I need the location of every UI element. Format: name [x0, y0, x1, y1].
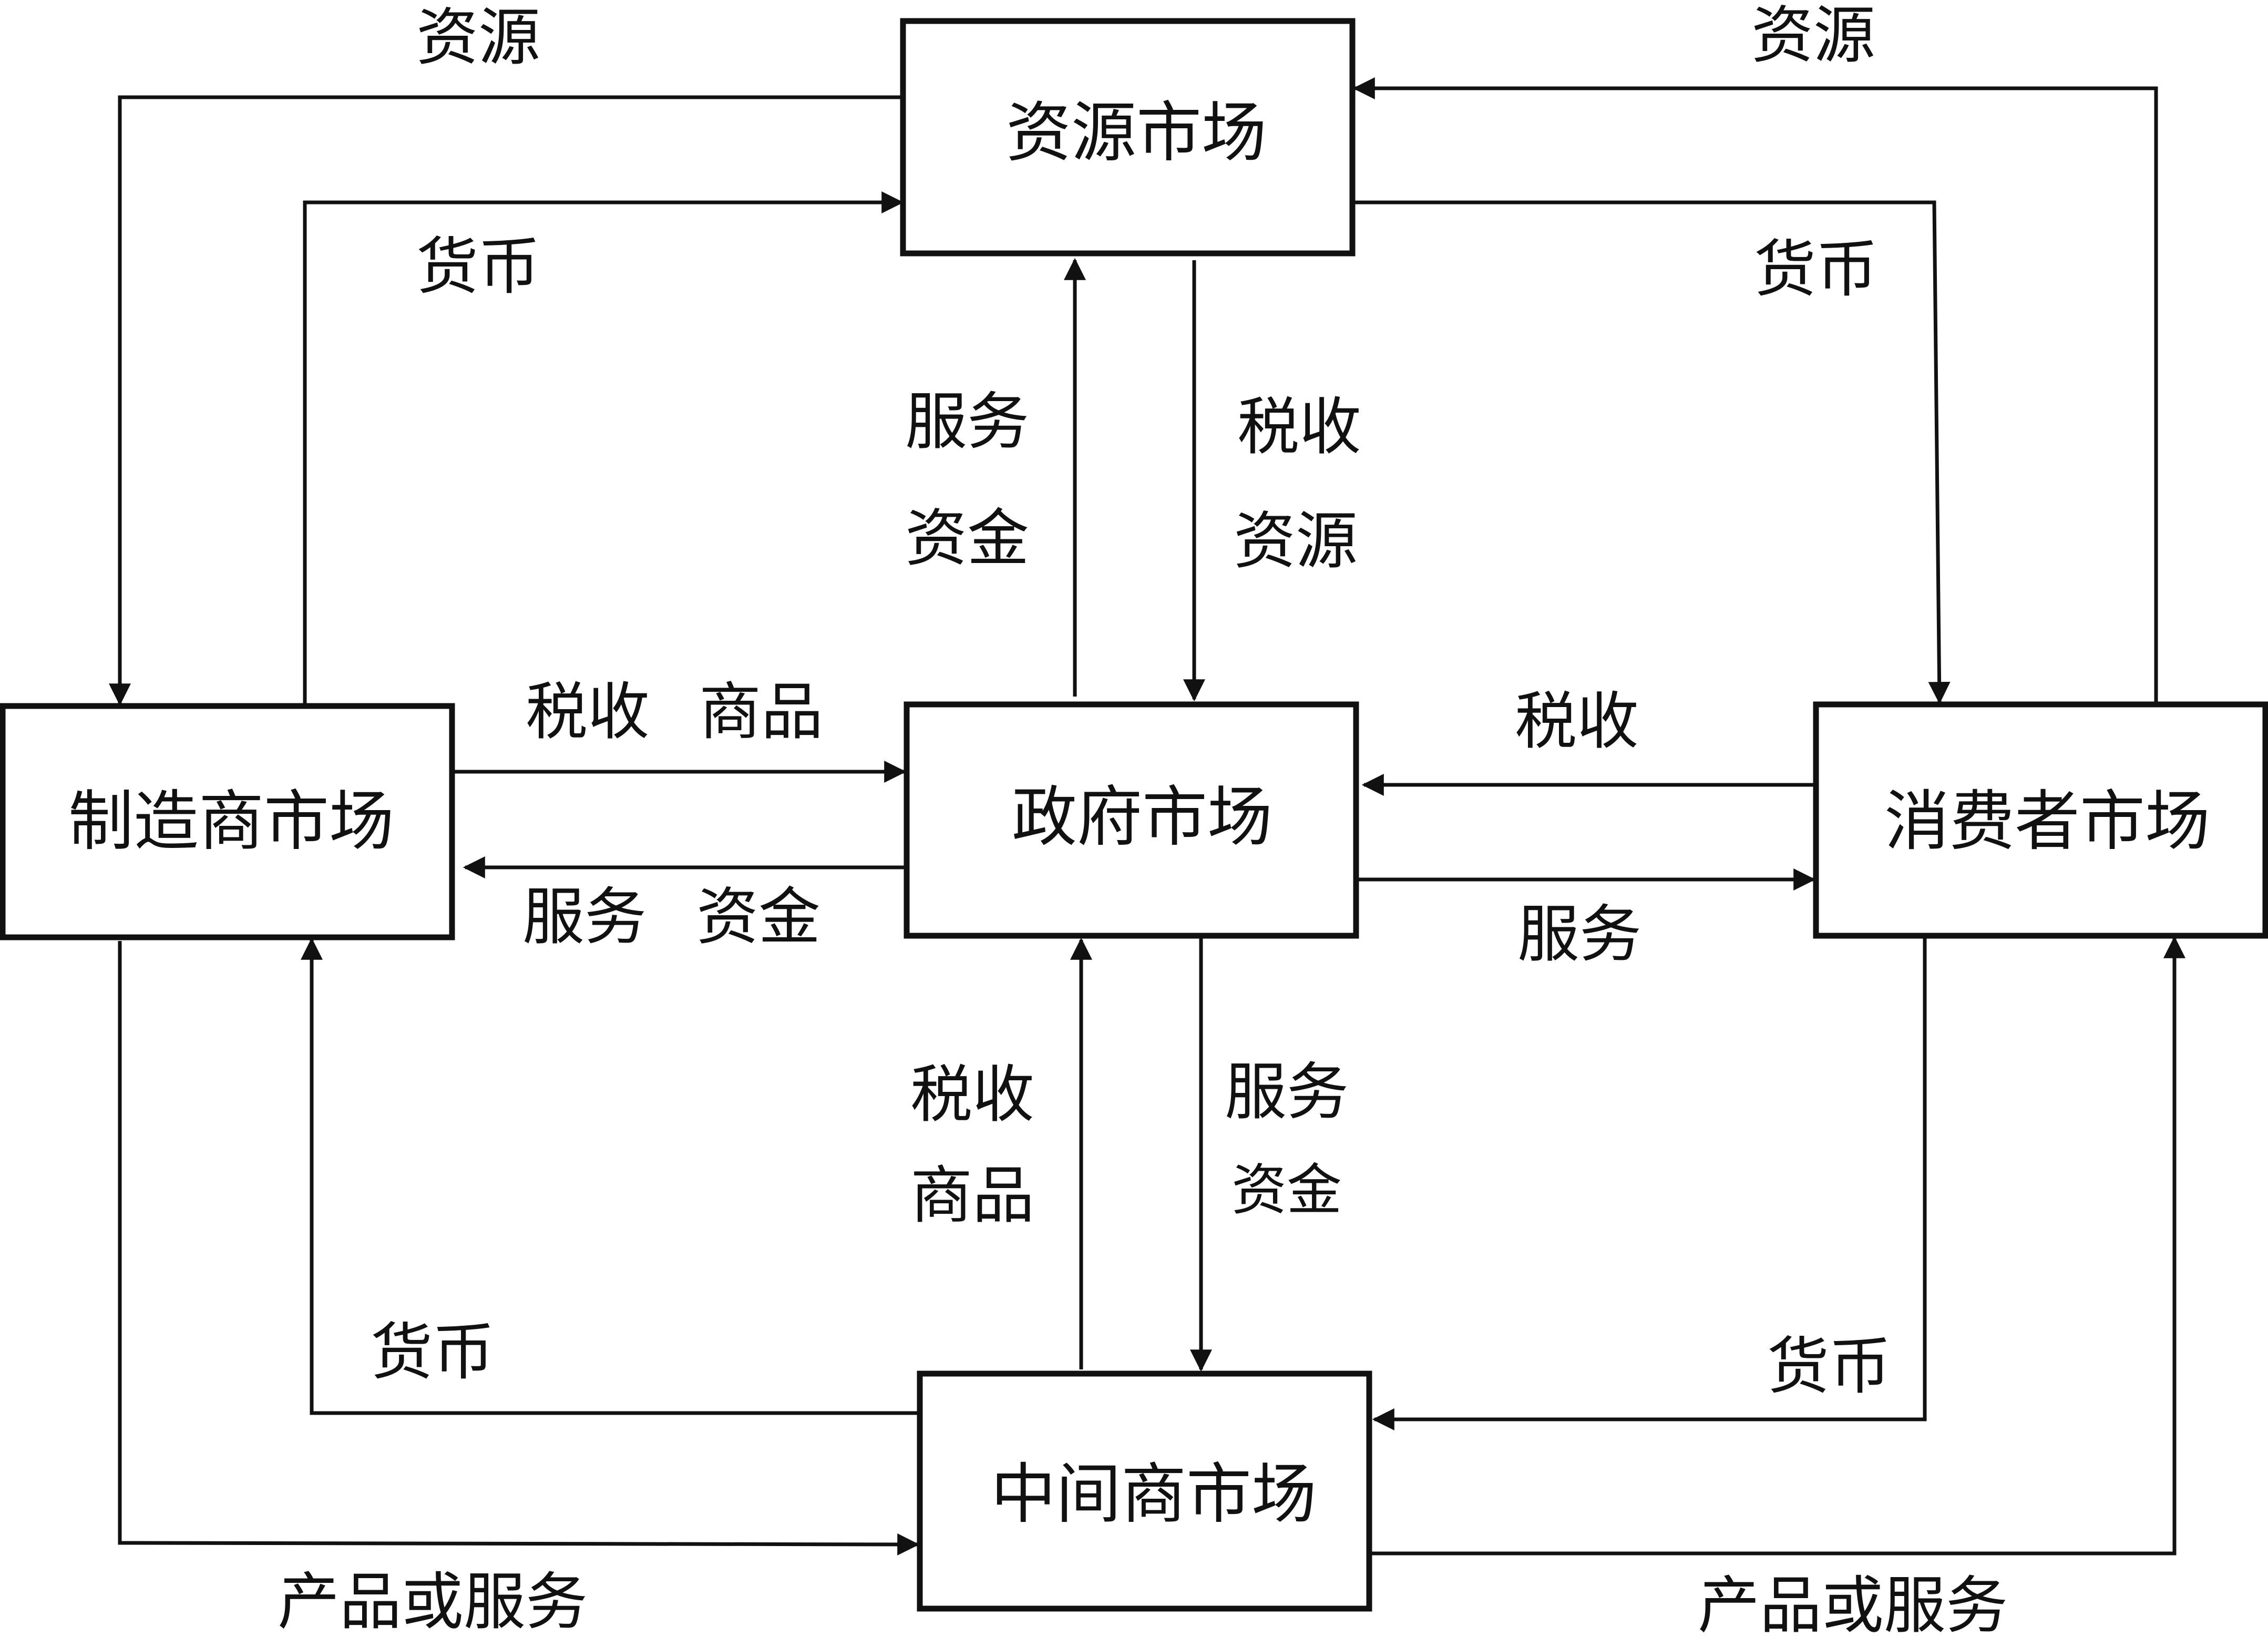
node-label: 中间商市场: [991, 1457, 1317, 1532]
node-resource-market: 资源市场: [900, 18, 1356, 257]
edge-intermediary-to-consumer: [1369, 936, 2185, 1556]
label-manufacturer-to-government-line1: 税收: [526, 676, 650, 748]
label-consumer-to-resource: 资源: [1751, 0, 1875, 71]
label-intermediary-to-manufacturer: 货币: [371, 1316, 495, 1388]
edge-resource-to-consumer: [1353, 200, 1951, 704]
label-resource-to-government-line2: 资源: [1234, 505, 1358, 577]
label-government-to-manufacturer-line1: 服务: [522, 881, 646, 953]
node-label: 制造商市场: [68, 784, 394, 860]
label-manufacturer-to-resource: 货币: [416, 230, 540, 303]
label-government-to-consumer: 服务: [1517, 898, 1641, 970]
label-intermediary-to-government-line1: 税收: [910, 1058, 1034, 1131]
label-resource-to-consumer: 货币: [1754, 233, 1878, 305]
node-box: [0, 703, 455, 940]
edge-manufacturer-to-resource: [303, 191, 904, 703]
node-box: [904, 701, 1359, 939]
label-government-to-manufacturer-line2: 资金: [696, 881, 820, 953]
edge-consumer-to-resource: [1352, 77, 2158, 702]
node-label: 政府市场: [1012, 780, 1272, 855]
label-consumer-to-intermediary: 货币: [1767, 1330, 1891, 1403]
label-manufacturer-to-intermediary: 产品或服务: [278, 1566, 588, 1637]
node-box: [1813, 701, 2268, 939]
node-intermediary-market: 中间商市场: [917, 1370, 1372, 1612]
label-government-to-intermediary-line1: 服务: [1225, 1056, 1349, 1128]
label-resource-to-manufacturer: 资源: [416, 1, 540, 74]
label-government-to-intermediary-line2: 资金: [1232, 1158, 1342, 1222]
label-government-to-resource-line2: 资金: [905, 502, 1029, 575]
node-government-market: 政府市场: [904, 701, 1359, 939]
node-manufacturer-market: 制造商市场: [0, 703, 455, 940]
label-intermediary-to-consumer: 产品或服务: [1698, 1569, 2008, 1637]
edges: [109, 77, 2185, 1556]
node-box: [917, 1370, 1372, 1612]
label-resource-to-government-line1: 税收: [1237, 391, 1361, 463]
label-consumer-to-government: 税收: [1515, 685, 1639, 758]
label-manufacturer-to-government-line2: 商品: [699, 676, 823, 748]
edge-intermediary-to-manufacturer: [301, 937, 917, 1415]
node-label: 资源市场: [1006, 95, 1267, 171]
edge-consumer-to-intermediary: [1372, 938, 1927, 1430]
edge-labels: 资源 货币 资源 货币 服务 资金 税收 资源 税收 商品 服务 资金 税收 服…: [278, 0, 2008, 1637]
edge-manufacturer-to-intermediary: [118, 941, 920, 1556]
label-government-to-resource-line1: 服务: [905, 385, 1029, 458]
label-intermediary-to-government-line2: 商品: [910, 1159, 1034, 1232]
node-box: [900, 18, 1356, 257]
node-consumer-market: 消费者市场: [1813, 701, 2268, 939]
edge-resource-to-manufacturer: [109, 95, 903, 706]
node-label: 消费者市场: [1884, 784, 2210, 860]
